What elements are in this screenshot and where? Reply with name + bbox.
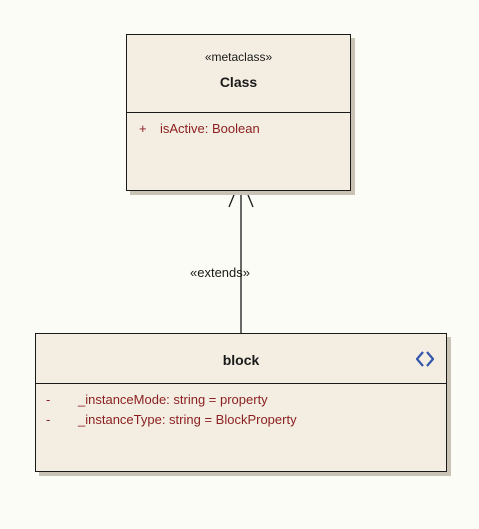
extends-label: «extends» (190, 265, 250, 280)
metaclass-header: «metaclass» Class (127, 35, 350, 113)
attribute-text: isActive: Boolean (160, 121, 260, 136)
attribute-row[interactable]: + isActive: Boolean (127, 119, 350, 139)
block-box[interactable]: block - _instanceMode: string = property… (35, 333, 447, 472)
block-name: block (222, 352, 260, 368)
attribute-text: _instanceType: string = BlockProperty (78, 412, 297, 427)
block-stereotype-icon (415, 351, 435, 367)
block-header: block (36, 334, 446, 384)
visibility-marker: - (46, 412, 51, 427)
attribute-row[interactable]: - _instanceType: string = BlockProperty (36, 410, 446, 430)
visibility-marker: + (139, 121, 147, 136)
metaclass-stereotype: «metaclass» (204, 50, 273, 64)
metaclass-attributes: + isActive: Boolean (127, 113, 350, 139)
metaclass-name: Class (219, 74, 258, 90)
block-attributes: - _instanceMode: string = property - _in… (36, 384, 446, 430)
visibility-marker: - (46, 392, 51, 407)
metaclass-class-box[interactable]: «metaclass» Class + isActive: Boolean (126, 34, 351, 191)
attribute-row[interactable]: - _instanceMode: string = property (36, 390, 446, 410)
attribute-text: _instanceMode: string = property (78, 392, 268, 407)
